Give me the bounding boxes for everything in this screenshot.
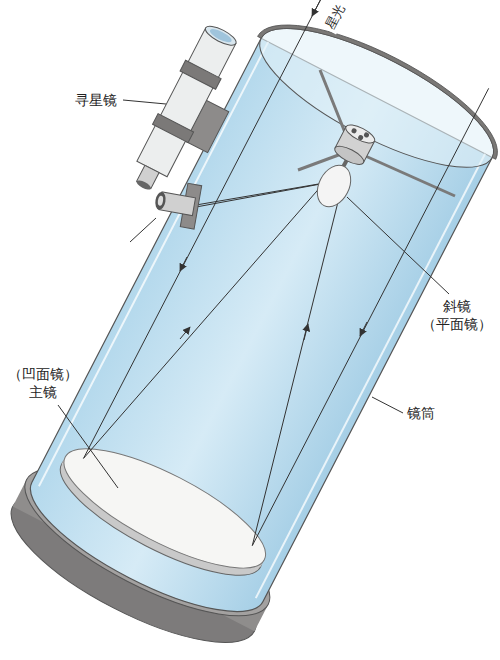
part-label: （凹面镜） 主镜 xyxy=(8,365,78,401)
part-label: 斜镜 （平面镜） xyxy=(422,297,492,333)
screw xyxy=(351,127,358,134)
top-rim xyxy=(258,0,500,159)
ray-arrow xyxy=(304,324,308,340)
part-label: 星光 xyxy=(320,0,350,34)
secondary-mirror xyxy=(311,160,358,213)
ray-arrow xyxy=(180,327,190,339)
ray-arrow xyxy=(180,257,187,271)
eyepiece xyxy=(154,191,167,210)
finder-lens xyxy=(208,27,233,45)
ray-arrow xyxy=(360,322,367,336)
mirror-holder xyxy=(332,121,377,168)
light-ray xyxy=(84,0,339,458)
tube-opening xyxy=(243,3,500,193)
primary-mirror xyxy=(50,427,280,590)
leader-line xyxy=(347,197,449,294)
tube-wall xyxy=(256,154,485,598)
leader-line xyxy=(58,405,118,488)
finder-ring xyxy=(180,60,221,89)
holder-top xyxy=(343,121,377,146)
ray-arrow xyxy=(312,0,322,16)
finder-lens xyxy=(203,23,239,49)
light-ray xyxy=(196,183,324,205)
finder-ring xyxy=(153,114,194,143)
leader-line xyxy=(130,218,156,242)
light-ray xyxy=(84,183,324,458)
part-label: 镜筒 xyxy=(407,404,435,422)
part-label: 寻星镜 xyxy=(75,91,117,109)
finder-eyepiece xyxy=(135,179,152,192)
spider-vane xyxy=(352,150,455,196)
focuser xyxy=(152,178,202,229)
screw xyxy=(357,134,364,141)
leader-line xyxy=(372,397,403,413)
light-rays xyxy=(84,0,489,546)
finder-scope xyxy=(125,21,261,207)
eyepiece xyxy=(157,195,164,206)
light-ray xyxy=(252,180,343,546)
leader-line xyxy=(123,100,166,104)
leader-lines xyxy=(58,100,449,488)
tube-wall xyxy=(39,42,268,486)
screw xyxy=(363,132,370,139)
holder-body xyxy=(332,143,366,168)
